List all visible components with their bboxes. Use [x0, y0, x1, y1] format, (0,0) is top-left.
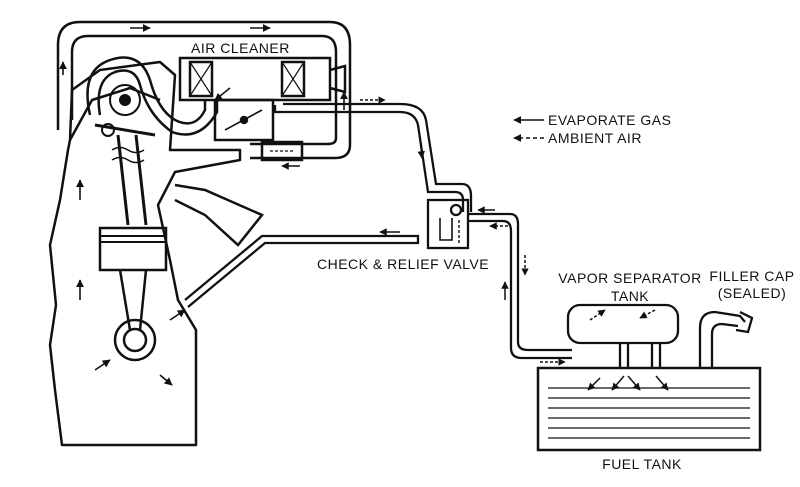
valve-to-separator-line — [468, 212, 572, 360]
crankcase-vent-line — [184, 234, 420, 308]
line-flow-arrows — [214, 87, 566, 366]
separator-flow-arrows — [587, 309, 669, 391]
carburetor — [213, 98, 304, 162]
piston — [98, 226, 168, 362]
label-air-cleaner: AIR CLEANER — [191, 40, 290, 56]
vapor-separator-tank — [566, 303, 680, 368]
label-check-relief-valve: CHECK & RELIEF VALVE — [317, 256, 490, 272]
check-relief-valve — [426, 198, 470, 250]
fuel-tank — [536, 366, 762, 452]
pcv-loop-pipe — [56, 20, 352, 160]
crankcase-flow-arrows — [59, 24, 348, 386]
legend-evaporate-gas: EVAPORATE GAS — [548, 112, 672, 128]
label-fuel-tank: FUEL TANK — [602, 456, 682, 472]
air-cleaner — [178, 56, 347, 102]
filler-neck — [698, 310, 754, 368]
legend-symbols — [513, 116, 544, 142]
label-filler-cap-sealed: (SEALED) — [717, 285, 787, 301]
label-vapor-separator: VAPOR SEPARATOR — [558, 270, 702, 286]
legend-ambient-air: AMBIENT AIR — [548, 130, 642, 146]
label-filler-cap: FILLER CAP — [709, 268, 795, 284]
intake-manifold — [174, 183, 264, 247]
label-vapor-separator-tank: TANK — [610, 288, 650, 304]
valve-train — [94, 84, 156, 226]
